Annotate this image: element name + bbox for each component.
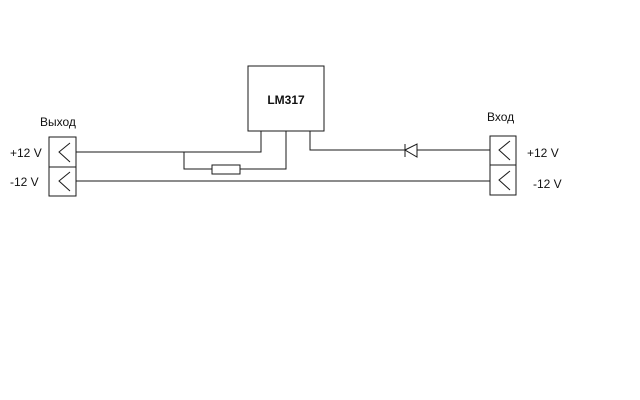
diode-triangle bbox=[403, 143, 418, 158]
input-terminal-neg bbox=[489, 164, 517, 196]
input-terminal-pos bbox=[489, 135, 517, 166]
input-connector: Вход +12 V -12 V bbox=[487, 110, 562, 196]
wire-input-to-ic bbox=[309, 131, 405, 151]
input-pin-neg-label: -12 V bbox=[533, 177, 562, 191]
input-pin-pos-label: +12 V bbox=[527, 146, 559, 160]
diode bbox=[403, 143, 418, 158]
lm317-label: LM317 bbox=[267, 93, 305, 107]
lm317-ic: LM317 bbox=[247, 65, 325, 132]
output-connector-title: Выход bbox=[40, 115, 76, 129]
wire-output-positive bbox=[76, 131, 262, 153]
output-pin-pos-label: +12 V bbox=[10, 146, 42, 160]
output-terminal-neg-symbol bbox=[58, 171, 71, 192]
output-terminal-pos bbox=[48, 136, 77, 168]
output-terminal-pos-symbol bbox=[58, 142, 71, 163]
input-terminal-pos-symbol bbox=[498, 140, 511, 161]
lm317-body bbox=[247, 65, 325, 132]
output-connector: Выход +12 V -12 V bbox=[10, 115, 77, 197]
input-connector-title: Вход bbox=[487, 110, 514, 124]
output-pin-neg-label: -12 V bbox=[10, 175, 39, 189]
output-terminal-neg bbox=[48, 166, 77, 197]
input-terminal-neg-symbol bbox=[498, 170, 511, 191]
wire-resistor-right bbox=[240, 131, 287, 170]
resistor bbox=[211, 164, 241, 175]
wire-resistor-left bbox=[183, 152, 212, 170]
wires bbox=[76, 131, 490, 182]
